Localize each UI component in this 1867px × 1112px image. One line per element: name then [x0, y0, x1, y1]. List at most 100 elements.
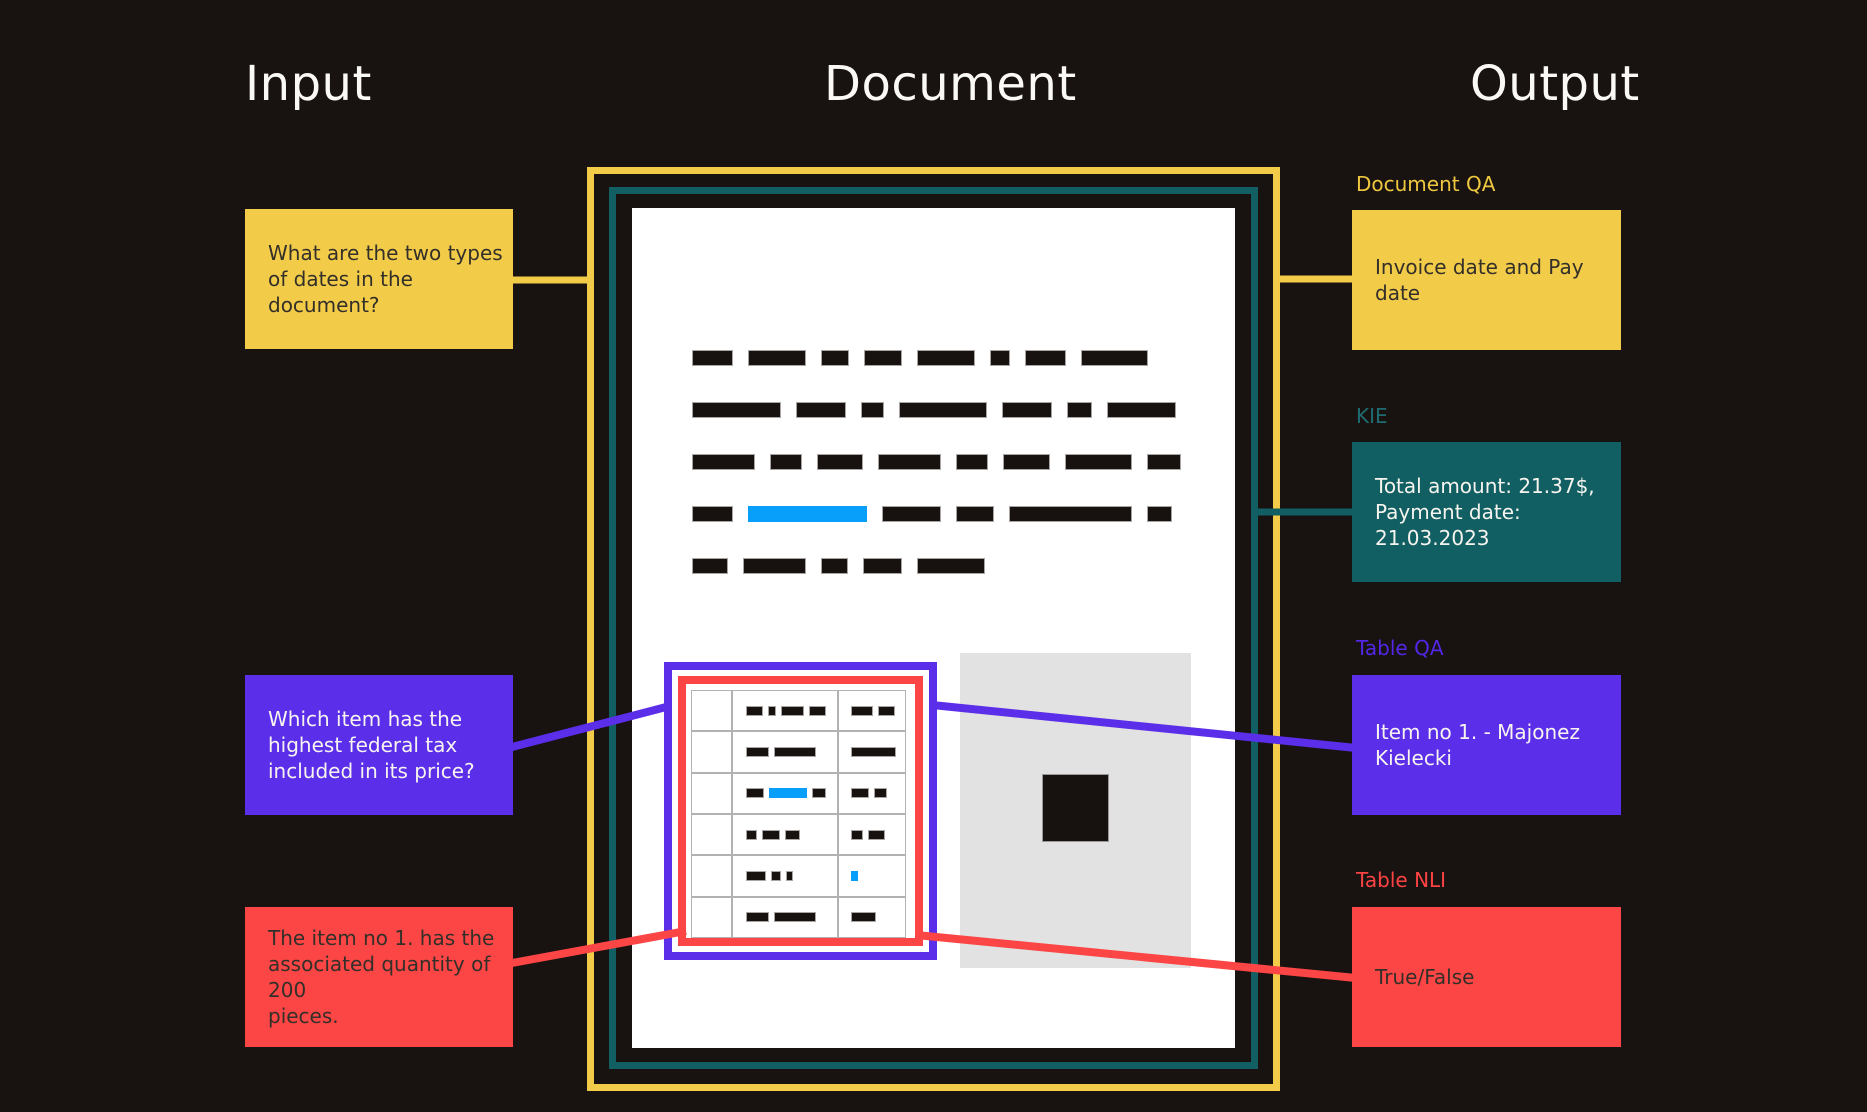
output-box-docqa: Invoice date and Pay date — [1352, 210, 1621, 350]
redacted-text-bar — [692, 506, 733, 522]
input-box-tablenli-text: The item no 1. has the associated quanti… — [268, 926, 495, 1028]
redacted-text-bar — [863, 558, 902, 574]
redacted-text-bar — [746, 912, 769, 923]
table-cell — [691, 813, 732, 856]
output-box-tablenli-text: True/False — [1375, 965, 1475, 989]
doc-figure-square — [1042, 774, 1109, 842]
redacted-text-bar — [878, 454, 941, 470]
doc-text-line — [692, 402, 1181, 418]
redacted-text-bar — [774, 746, 816, 757]
redacted-text-bar — [990, 350, 1010, 366]
output-label-kie: KIE — [1356, 404, 1388, 428]
redacted-text-bar — [917, 350, 975, 366]
redacted-text-bar — [878, 705, 895, 716]
output-column-title: Output — [1470, 56, 1640, 112]
doc-text-line — [692, 506, 1181, 522]
redacted-text-bar — [762, 829, 780, 840]
redacted-text-bar — [1067, 402, 1092, 418]
table-frame-purple — [664, 662, 937, 960]
output-box-tableqa-text: Item no 1. - Majonez Kielecki — [1375, 720, 1580, 770]
redacted-text-bar — [956, 454, 988, 470]
doc-text-line — [692, 350, 1181, 366]
redacted-text-bar — [748, 350, 806, 366]
redacted-text-bar — [781, 705, 804, 716]
input-column-title: Input — [245, 56, 372, 112]
redacted-text-bar — [746, 788, 764, 799]
output-label-tablenli: Table NLI — [1356, 868, 1447, 892]
doc-text-lines — [692, 350, 1181, 610]
table-cell — [838, 896, 906, 938]
doc-text-line — [692, 558, 1181, 574]
redacted-text-bar — [851, 705, 873, 716]
table-cell — [838, 813, 906, 856]
redacted-text-bar — [809, 705, 826, 716]
table-cell — [732, 855, 838, 897]
table-frame-red — [678, 676, 923, 946]
table-cell — [691, 731, 732, 773]
redacted-text-bar — [1009, 506, 1132, 522]
table-cell — [838, 772, 906, 814]
redacted-text-bar — [1025, 350, 1066, 366]
table-cell — [732, 813, 838, 856]
redacted-text-bar — [851, 788, 869, 799]
redacted-text-bar — [817, 454, 863, 470]
output-box-tableqa: Item no 1. - Majonez Kielecki — [1352, 675, 1621, 815]
redacted-text-bar — [692, 454, 755, 470]
table-cell — [691, 772, 732, 814]
table-cell — [732, 731, 838, 773]
redacted-text-bar — [956, 506, 994, 522]
redacted-text-bar — [1002, 402, 1052, 418]
table-cell — [691, 690, 732, 732]
redacted-text-bar — [796, 402, 846, 418]
output-label-docqa: Document QA — [1356, 172, 1496, 196]
input-box-docqa: What are the two types of dates in the d… — [245, 209, 513, 349]
table-cell — [838, 855, 906, 897]
output-label-tableqa: Table QA — [1356, 636, 1444, 660]
redacted-text-bar — [1065, 454, 1132, 470]
redacted-text-bar — [868, 829, 885, 840]
redacted-text-bar — [768, 705, 776, 716]
output-box-kie: Total amount: 21.37$, Payment date: 21.0… — [1352, 442, 1621, 582]
redacted-text-bar — [812, 788, 826, 799]
redacted-text-bar — [770, 454, 802, 470]
table-cell — [732, 772, 838, 814]
table-cell — [691, 855, 732, 897]
doc-table — [691, 690, 906, 938]
doc-text-line — [692, 454, 1181, 470]
table-cell — [732, 690, 838, 732]
redacted-text-bar — [861, 402, 884, 418]
output-box-kie-text: Total amount: 21.37$, Payment date: 21.0… — [1375, 474, 1595, 550]
redacted-text-bar — [882, 506, 941, 522]
redacted-text-bar — [1081, 350, 1148, 366]
redacted-text-bar — [771, 870, 781, 881]
document-column-title: Document — [824, 56, 1077, 112]
redacted-text-bar — [785, 829, 800, 840]
redacted-highlight-bar — [851, 870, 858, 881]
redacted-text-bar — [899, 402, 987, 418]
redacted-text-bar — [746, 870, 766, 881]
redacted-text-bar — [1147, 506, 1172, 522]
redacted-text-bar — [692, 350, 733, 366]
redacted-text-bar — [851, 912, 876, 923]
input-box-docqa-text: What are the two types of dates in the d… — [268, 241, 503, 317]
input-box-tableqa-text: Which item has the highest federal tax i… — [268, 707, 475, 783]
redacted-text-bar — [851, 746, 896, 757]
redacted-text-bar — [774, 912, 816, 923]
redacted-text-bar — [1147, 454, 1181, 470]
redacted-text-bar — [1003, 454, 1050, 470]
document-frame-teal — [609, 187, 1258, 1069]
output-box-docqa-text: Invoice date and Pay date — [1375, 255, 1584, 305]
table-cell — [732, 896, 838, 938]
redacted-text-bar — [786, 870, 793, 881]
redacted-text-bar — [917, 558, 985, 574]
redacted-text-bar — [743, 558, 806, 574]
document-frame-yellow — [587, 167, 1280, 1091]
redacted-text-bar — [821, 350, 849, 366]
redacted-text-bar — [1107, 402, 1176, 418]
redacted-text-bar — [851, 829, 863, 840]
redacted-text-bar — [746, 746, 769, 757]
redacted-text-bar — [821, 558, 848, 574]
redacted-highlight-bar — [769, 788, 807, 799]
table-cell — [691, 896, 732, 938]
doc-figure — [960, 653, 1191, 968]
